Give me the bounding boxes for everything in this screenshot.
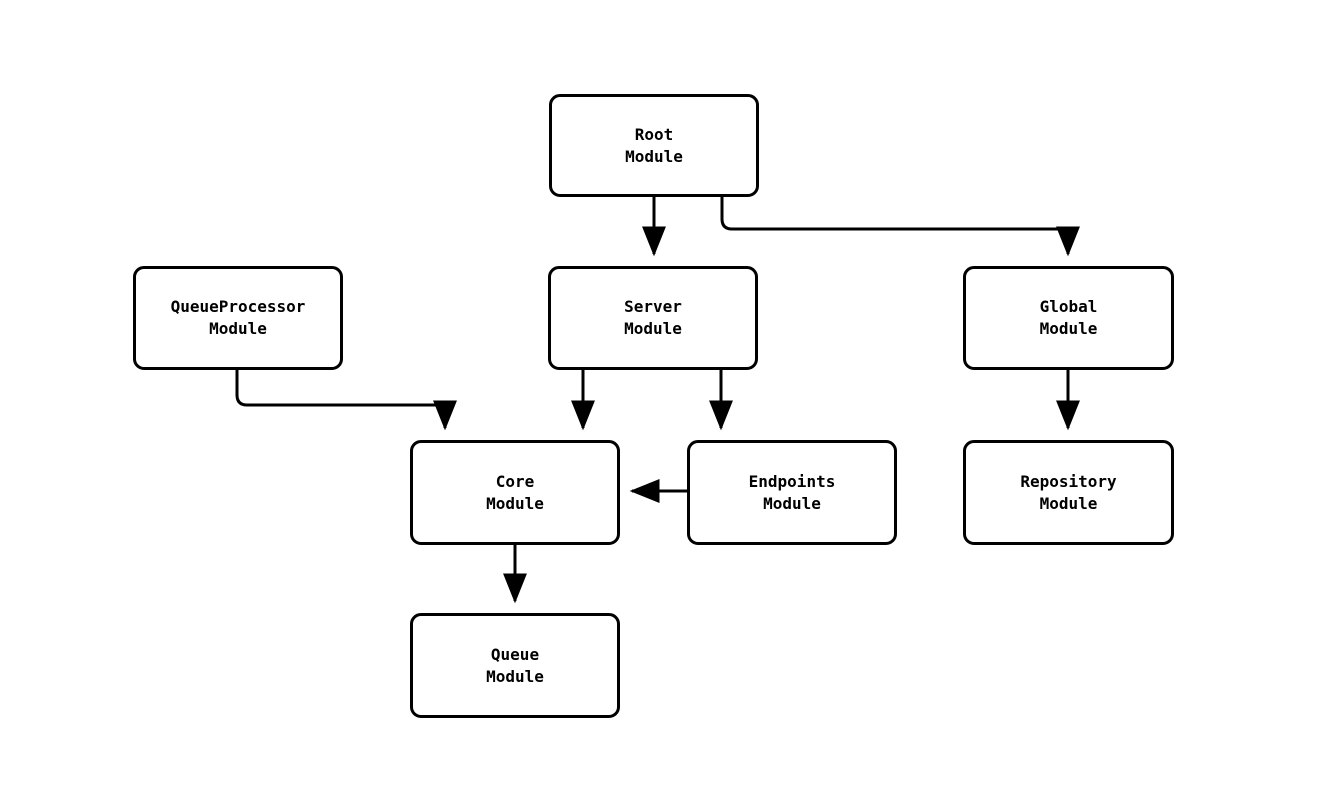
node-server[interactable]: Server Module	[548, 266, 758, 370]
edges-group	[235, 197, 1080, 604]
node-label-queue: Queue Module	[486, 644, 544, 686]
node-repository[interactable]: Repository Module	[963, 440, 1174, 545]
node-queue[interactable]: Queue Module	[410, 613, 620, 718]
node-queueprocessor[interactable]: QueueProcessor Module	[133, 266, 343, 370]
node-global[interactable]: Global Module	[963, 266, 1174, 370]
node-label-server: Server Module	[624, 297, 682, 338]
node-label-core: Core Module	[486, 471, 544, 513]
node-root[interactable]: Root Module	[549, 94, 759, 197]
node-endpoints[interactable]: Endpoints Module	[687, 440, 897, 545]
node-label-endpoints: Endpoints Module	[748, 471, 836, 513]
node-core[interactable]: Core Module	[410, 440, 620, 545]
node-label-global: Global Module	[1039, 297, 1098, 338]
node-label-repository: Repository Module	[1020, 471, 1117, 513]
node-label-queueprocessor: QueueProcessor Module	[170, 297, 306, 338]
edge-queueprocessor-to-core	[235, 370, 457, 431]
node-label-root: Root Module	[625, 124, 683, 166]
edge-root-to-global	[720, 197, 1080, 257]
